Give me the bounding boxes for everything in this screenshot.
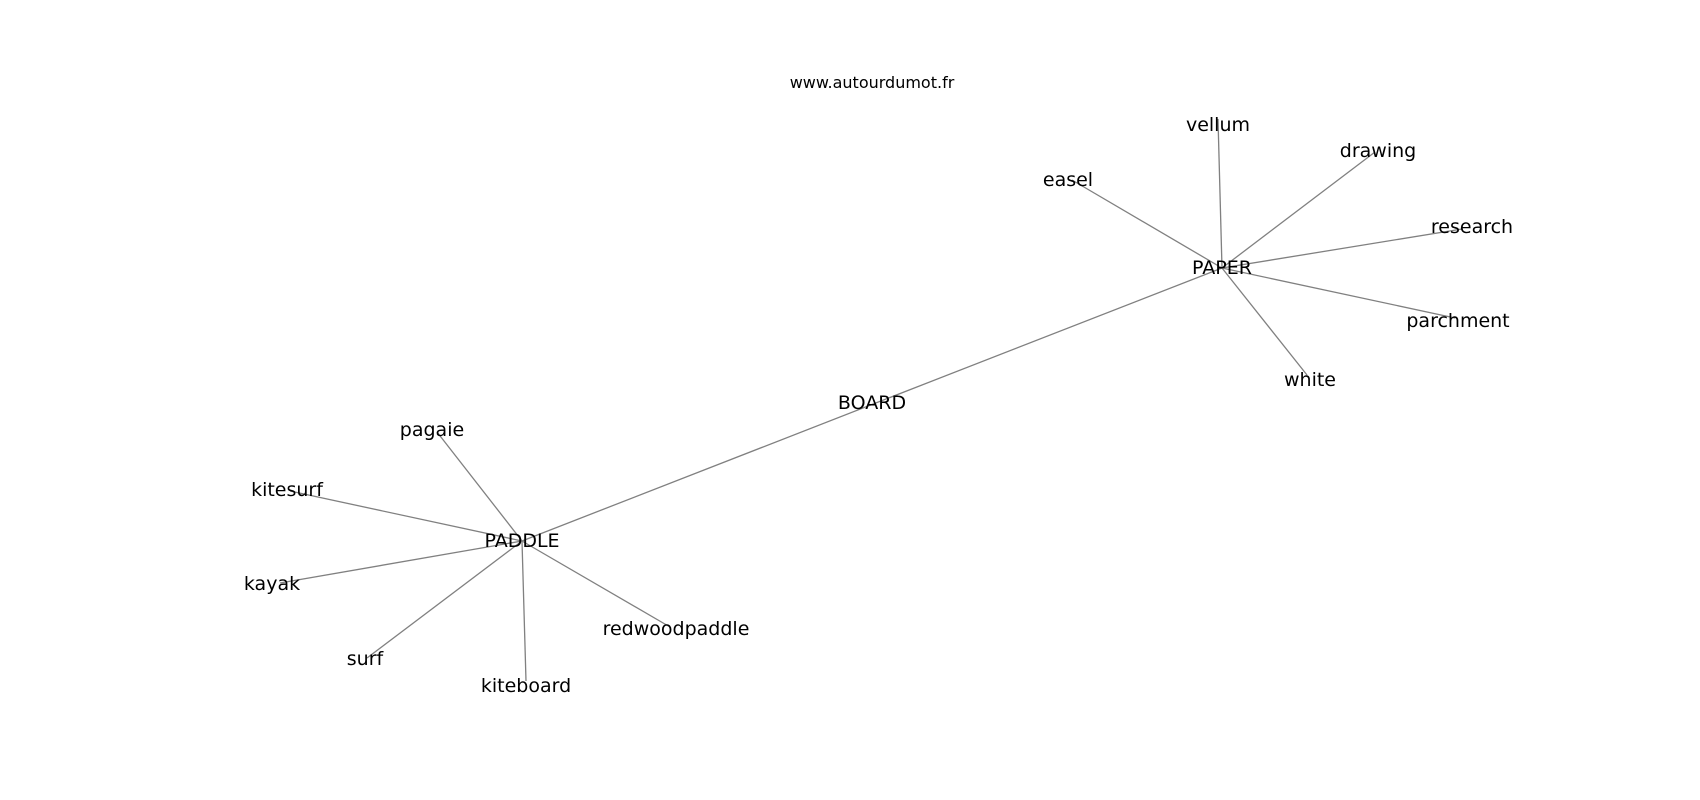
node-kiteboard: kiteboard: [481, 675, 571, 697]
edge-paper-research: [1221, 228, 1463, 269]
edge-paper-vellum: [1217, 118, 1223, 269]
edge-paddle-pagaie: [436, 431, 523, 542]
edge-paper-parchment: [1221, 267, 1456, 319]
node-kitesurf: kitesurf: [251, 479, 324, 501]
nodes-layer: BOARD PAPER PADDLE vellum drawing easel resear…: [244, 114, 1513, 697]
edges-layer: [279, 118, 1463, 682]
node-drawing: drawing: [1340, 140, 1416, 162]
node-surf: surf: [347, 648, 385, 670]
edge-paper-drawing: [1221, 151, 1376, 269]
node-board: BOARD: [838, 392, 906, 414]
node-paddle: PADDLE: [484, 530, 559, 552]
edge-paper-paddle: [521, 267, 1223, 542]
edge-paddle-kitesurf: [289, 490, 523, 542]
edge-paper-white: [1221, 267, 1308, 376]
node-white: white: [1284, 369, 1336, 391]
edge-paper-easel: [1071, 179, 1223, 269]
edge-paddle-surf: [366, 540, 523, 659]
node-kayak: kayak: [244, 573, 300, 595]
node-pagaie: pagaie: [400, 419, 464, 441]
node-paper: PAPER: [1192, 257, 1252, 279]
node-easel: easel: [1043, 169, 1093, 191]
node-parchment: parchment: [1406, 310, 1509, 332]
edge-paddle-kayak: [279, 540, 523, 584]
source-watermark: www.autourdumot.fr: [790, 73, 955, 92]
edge-paddle-kiteboard: [521, 540, 527, 682]
node-vellum: vellum: [1186, 114, 1250, 136]
node-redwoodpaddle: redwoodpaddle: [603, 618, 750, 640]
edge-paddle-redwoodpaddle: [521, 540, 671, 628]
node-research: research: [1431, 216, 1513, 238]
